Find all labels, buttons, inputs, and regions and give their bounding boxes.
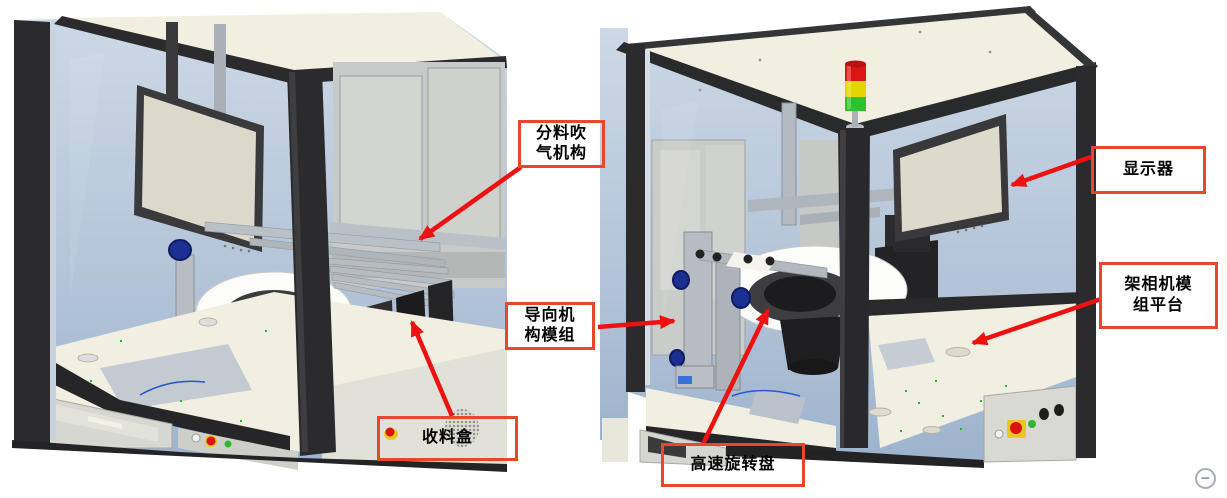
label-line: 架相机模 (1124, 276, 1193, 294)
label-blow-mechanism: 分料吹 气机构 (518, 120, 605, 168)
label-line: 显示器 (1122, 160, 1174, 178)
label-camera-platform: 架相机模 组平台 (1099, 262, 1218, 329)
right-estop-button (994, 404, 1064, 439)
label-line: 收料盒 (421, 429, 473, 447)
arrow-rotary-disk (700, 308, 771, 445)
camera-platform-table (868, 292, 1090, 448)
label-line: 高速旋转盘 (690, 455, 776, 473)
right-guide-module (669, 231, 828, 391)
label-line: 导向机 (524, 306, 576, 324)
arrow-collection-box (409, 320, 455, 417)
left-machine-monitor (134, 85, 264, 253)
label-rotary-disk: 高速旋转盘 (661, 443, 805, 487)
left-estop-button-2 (384, 427, 398, 440)
minus-icon: − (1201, 470, 1210, 487)
arrow-guide-module (597, 315, 676, 330)
label-display-monitor: 显示器 (1091, 146, 1206, 194)
arrow-camera-platform (971, 296, 1102, 346)
right-machine-render (600, 6, 1098, 468)
left-estop-button (191, 433, 232, 448)
left-machine-render (12, 12, 507, 472)
arrow-display-monitor (1010, 154, 1092, 188)
label-line: 构模组 (524, 327, 576, 344)
signal-tower-icon (845, 60, 866, 131)
label-collection-box: 收料盒 (377, 416, 518, 461)
annotation-arrows (409, 154, 1102, 445)
label-line: 分料吹 (535, 124, 587, 142)
adjust-knob-icon (168, 239, 192, 261)
label-guide-module: 导向机 构模组 (505, 302, 595, 350)
right-machine-monitor (893, 114, 1009, 252)
label-line: 气机构 (535, 145, 587, 162)
label-line: 组平台 (1132, 296, 1184, 314)
arrow-blow-mechanism (418, 165, 523, 241)
zoom-out-button[interactable]: − (1195, 468, 1216, 489)
